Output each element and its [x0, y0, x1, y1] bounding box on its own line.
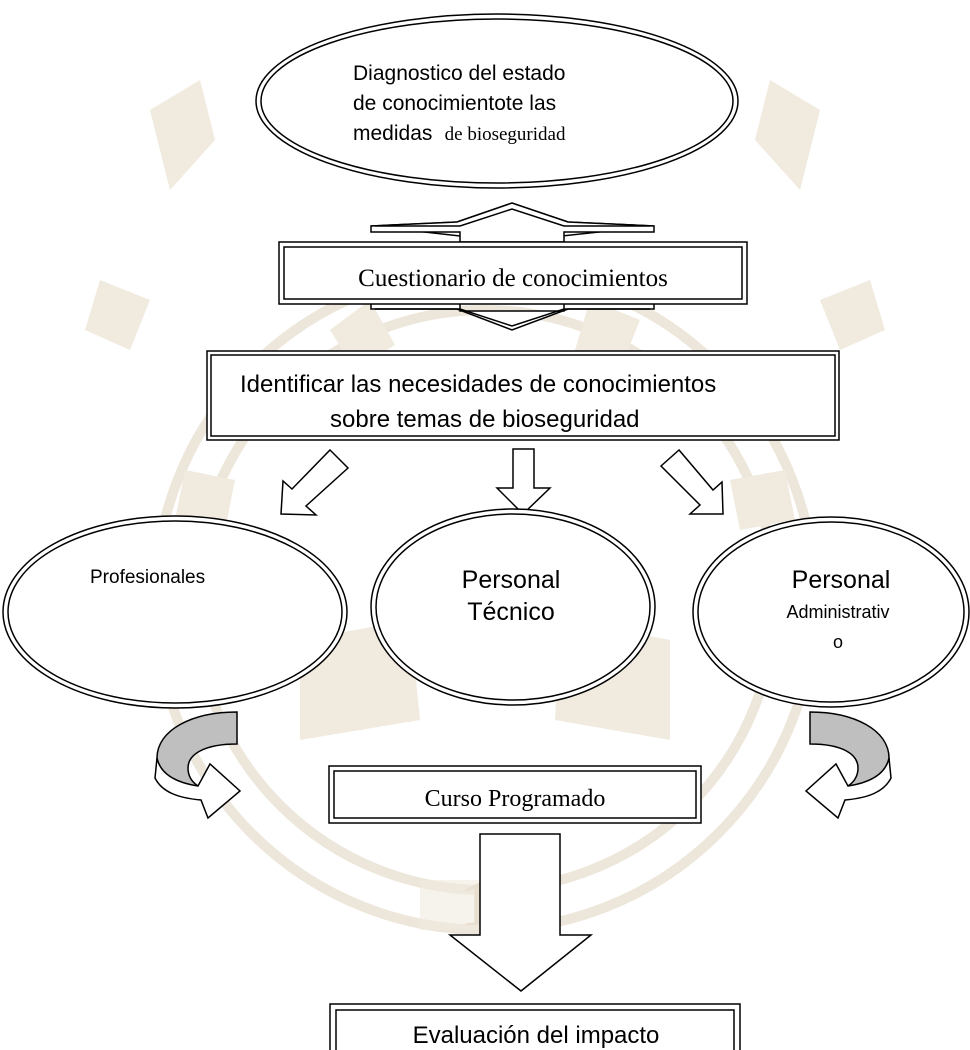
diagnostico-line-3a: medidas: [353, 122, 432, 145]
node-personal-administrativo: Personal Administrativ o: [692, 516, 970, 708]
diagnostico-line-2: de conocimientote las: [353, 92, 556, 115]
arrow-to-profesionales: [280, 448, 350, 516]
administrativo-line-1: Personal: [792, 566, 891, 594]
curso-label: Curso Programado: [425, 786, 606, 812]
tecnico-line-1: Personal: [462, 566, 561, 594]
node-evaluacion: Evaluación del impacto: [329, 1003, 741, 1050]
diagnostico-line-3b: de bioseguridad: [445, 124, 566, 145]
node-identificar: Identificar las necesidades de conocimie…: [206, 350, 840, 441]
svg-text:medidas de bioseguridad: medidas de bioseguridad: [353, 121, 566, 145]
node-personal-tecnico: Personal Técnico: [370, 508, 656, 706]
cuestionario-label: Cuestionario de conocimientos: [358, 265, 668, 292]
node-cuestionario: Cuestionario de conocimientos: [278, 241, 748, 305]
down-arrow: [447, 833, 594, 992]
administrativo-line-3: o: [833, 632, 843, 652]
diagnostico-line-1: Diagnostico del estado: [353, 62, 565, 85]
up-down-arrow-shape: [370, 202, 655, 331]
curved-arrow-left: [154, 711, 242, 820]
node-curso-programado: Curso Programado: [328, 765, 702, 824]
node-profesionales: Profesionales: [2, 515, 348, 709]
identificar-line-1: Identificar las necesidades de conocimie…: [240, 371, 716, 398]
evaluacion-label: Evaluación del impacto: [413, 1022, 660, 1049]
identificar-line-2: sobre temas de bioseguridad: [330, 406, 640, 433]
curved-arrow-right: [804, 711, 892, 820]
profesionales-label: Profesionales: [90, 567, 205, 588]
arrow-to-tecnico: [495, 448, 552, 516]
node-diagnostico: Diagnostico del estado de conocimientote…: [255, 13, 739, 189]
arrow-to-administrativo: [659, 448, 724, 515]
administrativo-line-2: Administrativ: [786, 602, 889, 622]
tecnico-line-2: Técnico: [467, 598, 555, 626]
